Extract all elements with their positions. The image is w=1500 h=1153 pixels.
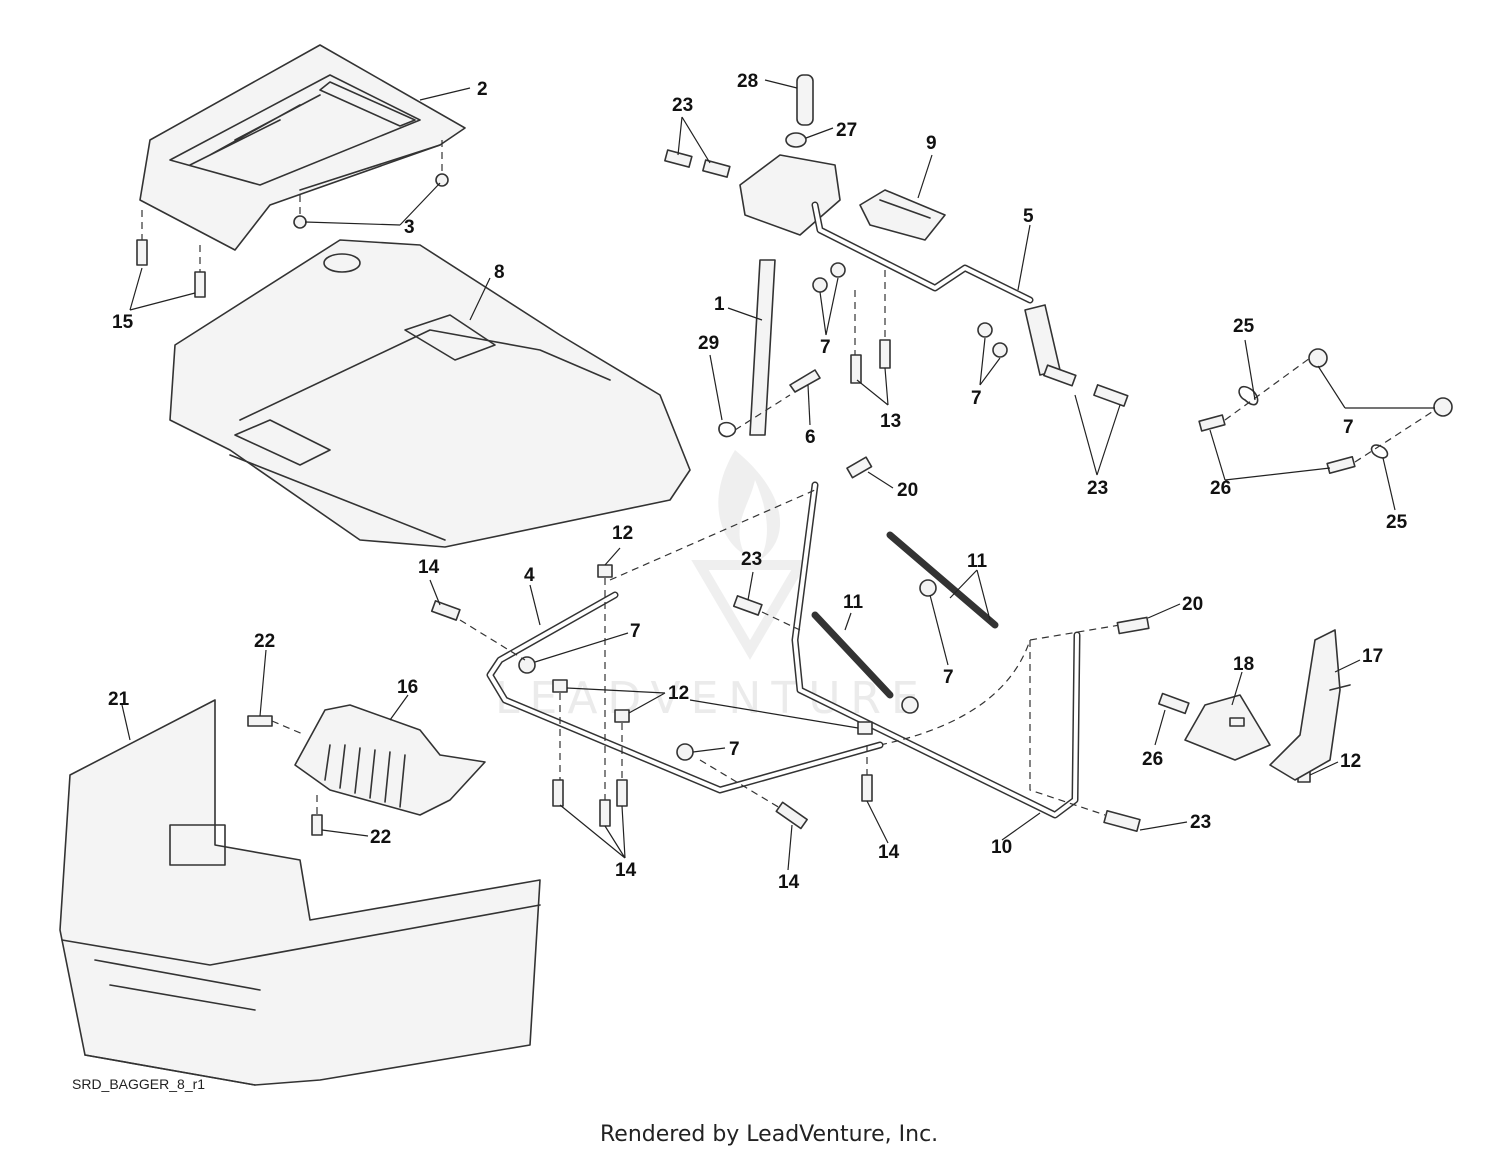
callout-14-left: 14 — [418, 557, 440, 578]
callout-12-top: 12 — [612, 523, 633, 544]
callouts: 2 3 15 8 28 27 23 9 5 1 29 6 7 13 7 23 2… — [108, 71, 1408, 893]
callout-23-mid: 23 — [1087, 478, 1108, 499]
callout-22-bottom: 22 — [370, 827, 391, 848]
part-12-nuts — [552, 564, 1311, 820]
callout-20-lower: 20 — [1182, 594, 1203, 615]
part-18-plate — [1184, 694, 1271, 761]
callout-11-right: 11 — [967, 551, 988, 572]
part-28-tube — [796, 74, 814, 126]
callout-4: 4 — [524, 565, 535, 586]
callout-7-right: 7 — [1343, 417, 1354, 438]
callout-18: 18 — [1233, 654, 1254, 675]
part-1-tube — [749, 259, 776, 436]
part-25-lanyards — [1238, 385, 1389, 459]
callout-7-frame-left: 7 — [630, 621, 641, 642]
callout-22-top: 22 — [254, 631, 275, 652]
part-11-links — [811, 531, 999, 699]
callout-23-frame: 23 — [741, 549, 762, 570]
part-4-frame — [486, 591, 884, 794]
part-13-bolts — [850, 270, 891, 384]
part-7-nuts-right — [1308, 348, 1453, 417]
callout-13: 13 — [880, 411, 901, 432]
part-2-top-cover — [139, 44, 466, 251]
callout-25-upper: 25 — [1233, 316, 1255, 337]
callout-7-frame-bottom: 7 — [729, 739, 740, 760]
callout-3: 3 — [404, 217, 415, 238]
part-6-pin — [789, 369, 821, 393]
part-3-nuts — [293, 140, 449, 229]
part-17-bracket — [1269, 629, 1351, 781]
part-9-handle-bracket — [739, 154, 946, 241]
callout-11-left: 11 — [843, 592, 864, 613]
callout-12-right: 12 — [1340, 751, 1361, 772]
part-23-bolts-upper — [664, 149, 1129, 407]
callout-8: 8 — [494, 262, 505, 283]
leader-lines — [121, 79, 1435, 871]
callout-26-upper: 26 — [1210, 478, 1231, 499]
part-8-hood — [169, 239, 691, 548]
part-22-bolts — [247, 715, 323, 836]
callout-21: 21 — [108, 689, 130, 710]
callout-7-frame-right: 7 — [943, 667, 954, 688]
callout-17: 17 — [1362, 646, 1383, 667]
part-29-clip — [718, 394, 791, 438]
callout-27: 27 — [836, 120, 857, 141]
callout-7-upper: 7 — [820, 337, 831, 358]
callout-25-lower: 25 — [1386, 512, 1408, 533]
part-7-nuts-frame — [518, 579, 937, 761]
callout-9: 9 — [926, 133, 937, 154]
part-15-bolts — [136, 210, 206, 298]
callout-2: 2 — [477, 79, 488, 100]
part-20-bolts — [846, 456, 1150, 635]
callout-10: 10 — [991, 837, 1012, 858]
callout-16: 16 — [397, 677, 418, 698]
part-26-bolts-right — [1198, 357, 1436, 474]
part-21-bag — [59, 699, 541, 1086]
callout-5: 5 — [1023, 206, 1034, 227]
part-16-deflector — [294, 704, 486, 816]
callout-23-lower: 23 — [1190, 812, 1211, 833]
callout-15: 15 — [112, 312, 134, 333]
callout-14-bottom-left: 14 — [615, 860, 637, 881]
part-27-washer — [785, 132, 807, 148]
part-7-nuts-upper — [812, 262, 1008, 358]
callout-26-lower: 26 — [1142, 749, 1163, 770]
part-5-rod — [811, 201, 1061, 376]
footer-credit: Rendered by LeadVenture, Inc. — [600, 1122, 938, 1147]
callout-7-mid: 7 — [971, 388, 982, 409]
part-26-bolt-lower — [1157, 692, 1190, 715]
callout-14-bottom-mid: 14 — [778, 872, 800, 893]
drawing-id: SRD_BAGGER_8_r1 — [72, 1076, 205, 1092]
callout-29: 29 — [698, 333, 719, 354]
callout-23-upper: 23 — [672, 95, 693, 116]
callout-12-mid: 12 — [668, 683, 689, 704]
callout-20-upper: 20 — [897, 480, 918, 501]
part-23-bolts-lower — [732, 595, 1141, 832]
callout-6: 6 — [805, 427, 816, 448]
callout-28: 28 — [737, 71, 758, 92]
callout-14-bottom-right: 14 — [878, 842, 900, 863]
callout-1: 1 — [714, 294, 725, 315]
part-10-frame — [609, 481, 1121, 819]
part-14-bolts — [430, 600, 873, 830]
